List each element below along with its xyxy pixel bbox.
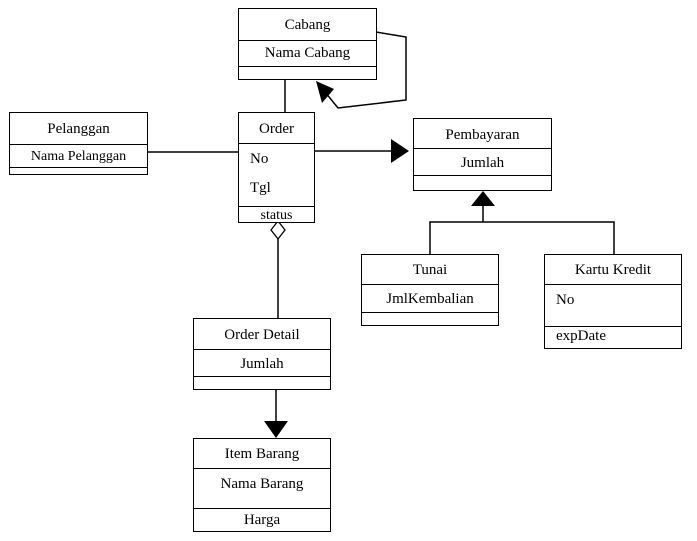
order-pembayaran-arrowhead — [391, 139, 409, 163]
class-name: Order — [259, 121, 294, 137]
class-pelanggan[interactable]: Pelanggan Nama Pelanggan — [9, 112, 148, 175]
attribute: Jumlah — [240, 356, 284, 372]
class-order[interactable]: Order No Tgl status — [238, 112, 315, 223]
attribute: expDate — [556, 328, 606, 344]
class-name: Pembayaran — [445, 127, 520, 143]
aggregation-diamond — [270, 219, 286, 241]
class-name: Tunai — [412, 262, 448, 278]
attribute: Nama Pelanggan — [30, 149, 127, 164]
orderdetail-itembarang-arrowhead — [264, 421, 288, 438]
cabang-self-line — [320, 31, 407, 109]
attribute: Nama Cabang — [264, 45, 351, 61]
cabang-self-arrowhead — [316, 81, 334, 103]
attribute: JmlKembalian — [386, 291, 474, 307]
class-pembayaran[interactable]: Pembayaran Jumlah — [413, 118, 552, 191]
class-cabang[interactable]: Cabang Nama Cabang — [238, 8, 377, 80]
attribute: No — [556, 292, 575, 308]
class-name: Kartu Kredit — [574, 262, 652, 278]
class-name: Pelanggan — [47, 121, 110, 137]
class-name: Order Detail — [224, 327, 300, 343]
class-kartu-kredit[interactable]: Kartu Kredit No expDate — [544, 254, 682, 349]
class-order-detail[interactable]: Order Detail Jumlah — [193, 318, 331, 390]
attribute: No — [250, 151, 269, 167]
attribute: Harga — [243, 512, 281, 528]
class-item-barang[interactable]: Item Barang Nama Barang Harga — [193, 438, 331, 532]
class-tunai[interactable]: Tunai JmlKembalian — [361, 254, 499, 326]
class-name: Cabang — [284, 17, 331, 33]
attribute: Tgl — [250, 180, 271, 196]
attribute: Jumlah — [460, 155, 505, 171]
attribute: Nama Barang — [220, 476, 304, 492]
attribute: status — [260, 208, 293, 223]
generalization-arrowhead — [471, 191, 495, 206]
class-name: Item Barang — [224, 446, 300, 462]
generalization-bus — [429, 221, 615, 254]
